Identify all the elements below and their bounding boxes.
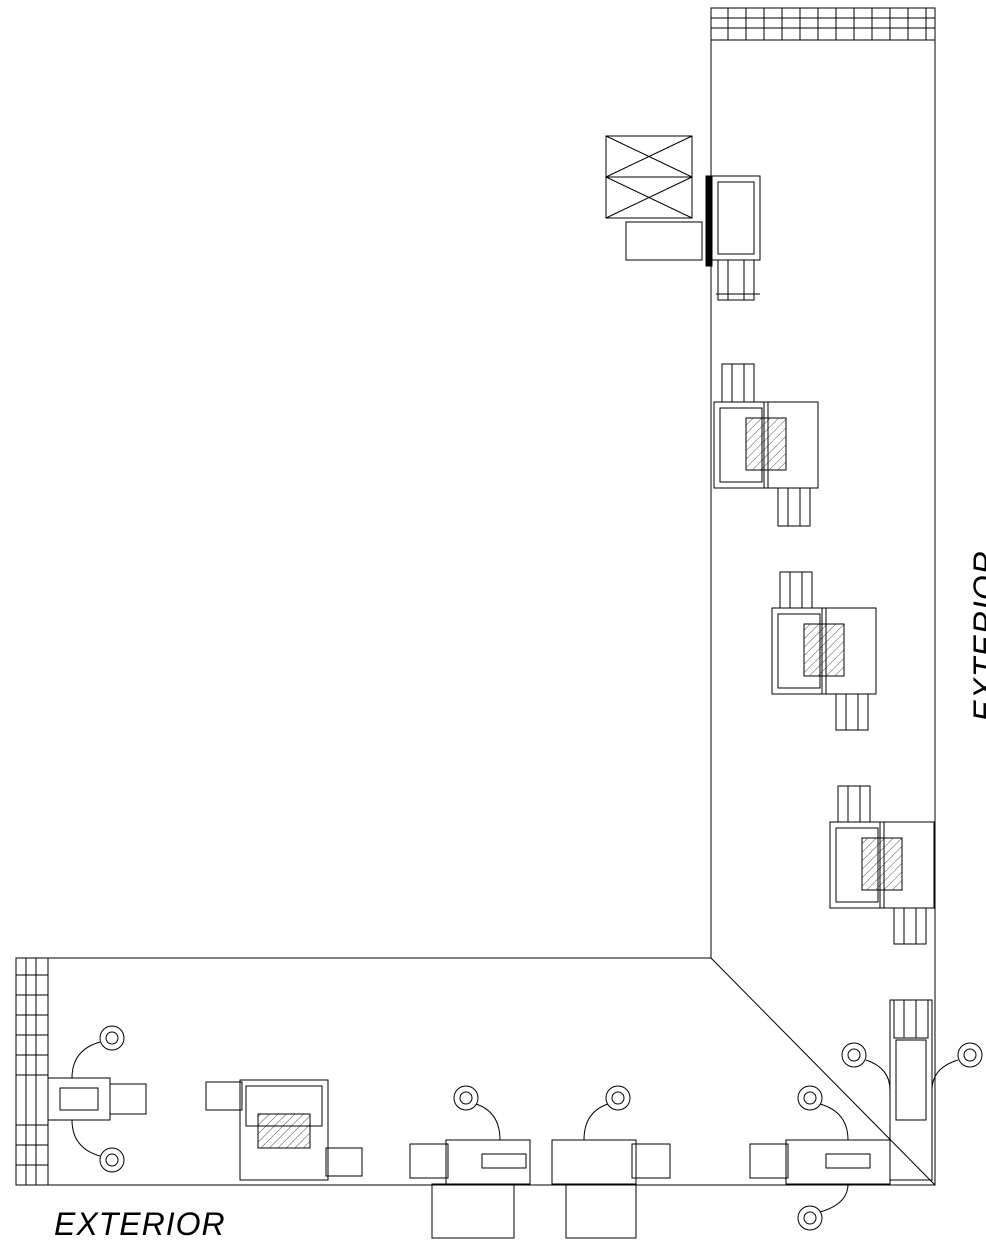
jamb-detail-2 [771,571,877,731]
head-detail [605,135,761,301]
corner-post-handles [841,999,983,1181]
bottom-jamb-details [47,1025,891,1239]
top-siding-edge [710,7,936,41]
exterior-label-bottom: EXTERIOR [54,1206,226,1242]
wall-frame-outline [47,39,936,1186]
miter-corner-line [710,957,936,1186]
left-siding-edge [15,957,49,1186]
exterior-label-right: EXTERIOR [967,550,986,722]
jamb-detail-1 [713,363,819,527]
jamb-detail-3 [829,785,935,945]
